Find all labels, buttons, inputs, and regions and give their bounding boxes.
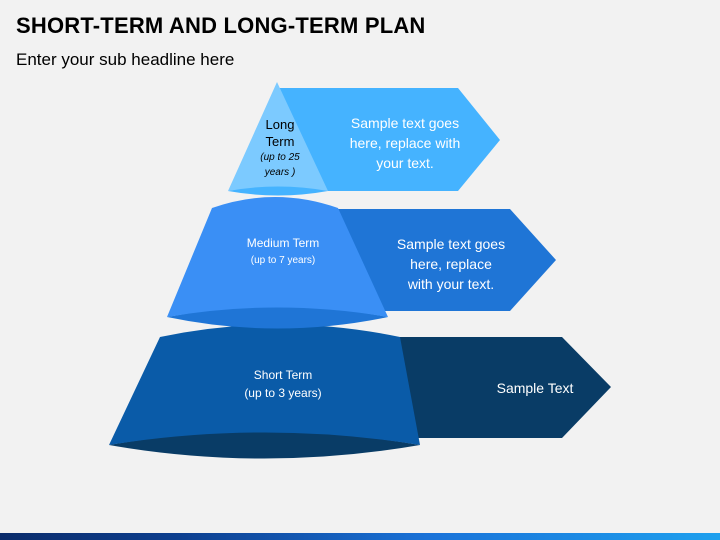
- long-term-description-line3: your text.: [376, 155, 434, 171]
- medium-term-sublabel: (up to 7 years): [250, 255, 316, 266]
- long-term-description: Sample text goes here, replace with your…: [330, 113, 480, 173]
- page-subtitle: Enter your sub headline here: [16, 50, 235, 69]
- short-term-description: Sample Text: [470, 378, 600, 398]
- long-term-label: Long Term (up to 25 years ): [238, 116, 322, 180]
- short-term-sublabel: (up to 3 years): [244, 386, 322, 400]
- long-term-label-line2: Term: [265, 134, 295, 149]
- short-term-label: Short Term (up to 3 years): [208, 366, 358, 402]
- medium-term-arrow[interactable]: [332, 209, 556, 311]
- medium-term-description-line3: with your text.: [407, 276, 495, 292]
- long-term-tier[interactable]: [228, 82, 328, 191]
- long-term-sublabel-line2: years ): [264, 167, 296, 178]
- short-term-description-line1: Sample Text: [496, 380, 574, 396]
- medium-term-label: Medium Term (up to 7 years): [218, 235, 348, 269]
- medium-term-tier-base: [167, 306, 388, 329]
- medium-term-description: Sample text goes here, replace with your…: [376, 234, 526, 294]
- page-title: SHORT-TERM AND LONG-TERM PLAN: [16, 13, 426, 38]
- long-term-sublabel-line1: (up to 25: [260, 152, 300, 163]
- short-term-label-title: Short Term: [253, 368, 313, 382]
- medium-term-description-line2: here, replace: [410, 256, 492, 272]
- short-term-tier-base: [109, 431, 420, 459]
- medium-term-tier[interactable]: [167, 197, 388, 317]
- bottom-accent-bar: [0, 533, 720, 540]
- medium-term-label-title: Medium Term: [246, 236, 320, 250]
- long-term-label-line1: Long: [265, 117, 295, 132]
- short-term-arrow[interactable]: [392, 337, 611, 438]
- short-term-tier[interactable]: [109, 324, 420, 446]
- long-term-description-line1: Sample text goes: [350, 115, 460, 131]
- long-term-description-line2: here, replace with: [349, 135, 461, 151]
- long-term-tier-base: [228, 185, 328, 196]
- long-term-arrow[interactable]: [278, 88, 500, 191]
- medium-term-description-line1: Sample text goes: [396, 236, 506, 252]
